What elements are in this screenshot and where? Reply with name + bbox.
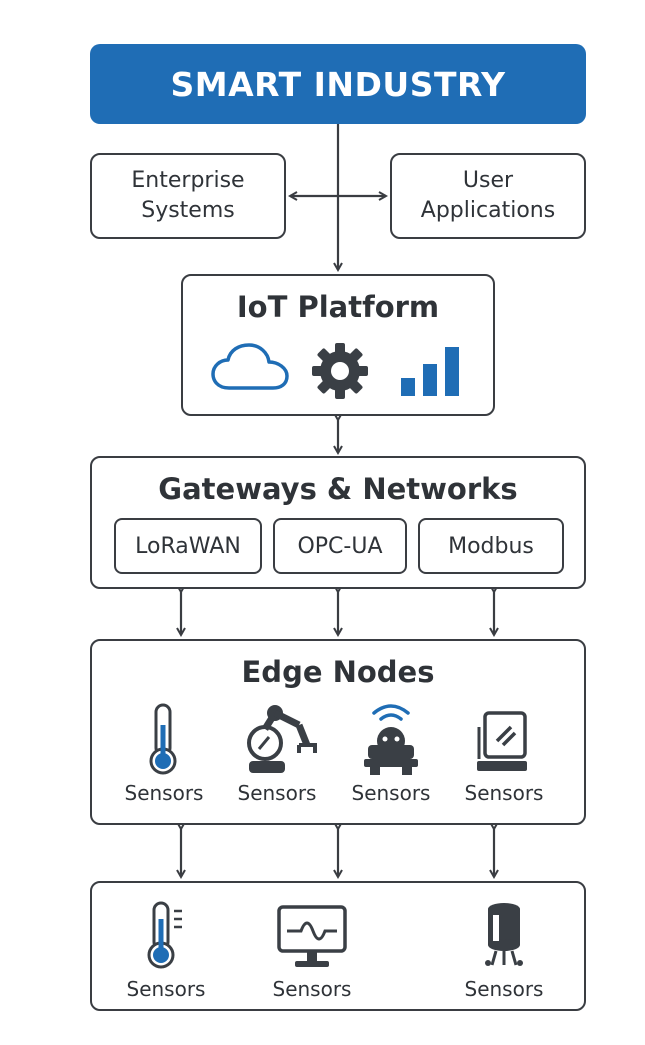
- iot-platform-title: IoT Platform: [236, 290, 440, 324]
- edge-node-label: Sensors: [124, 781, 204, 805]
- enterprise-line-2: Systems: [141, 198, 235, 223]
- user-apps-line-2: Applications: [420, 198, 556, 223]
- thermometer-icon: [149, 703, 177, 775]
- edge-node-thermometer: Sensors: [109, 701, 219, 805]
- smart-industry-banner: SMART INDUSTRY: [90, 44, 586, 124]
- gateways-networks-box: Gateways & Networks LoRaWAN OPC-UA Modbu…: [90, 456, 586, 589]
- edge-node-wireless-robot: Sensors: [336, 697, 446, 805]
- thermometer-gauge-icon: [147, 901, 182, 969]
- monitor-waveform-icon: [277, 905, 347, 967]
- device-panel-icon: [477, 711, 527, 771]
- field-node-label: Sensors: [272, 977, 352, 1001]
- protocol-lorawan: LoRaWAN: [114, 518, 262, 574]
- field-node-label: Sensors: [464, 977, 544, 1001]
- field-node-actuator: Sensors: [449, 897, 559, 1001]
- cylinder-actuator-icon: [485, 903, 523, 966]
- protocol-modbus: Modbus: [418, 518, 564, 574]
- edge-node-label: Sensors: [237, 781, 317, 805]
- iot-platform-box: IoT Platform: [181, 274, 495, 416]
- user-applications-box: User Applications: [390, 153, 586, 239]
- cloud-icon: [211, 343, 289, 390]
- wireless-robot-icon: [364, 704, 418, 775]
- gateways-title: Gateways & Networks: [158, 472, 518, 506]
- enterprise-systems-box: Enterprise Systems: [90, 153, 286, 239]
- signal-bars-icon: [401, 347, 459, 396]
- protocol-opc-ua: OPC-UA: [273, 518, 407, 574]
- enterprise-line-1: Enterprise: [131, 168, 245, 193]
- robot-arm-icon: [247, 705, 317, 773]
- edge-node-device-panel: Sensors: [449, 701, 559, 805]
- edge-node-robot-arm: Sensors: [222, 701, 332, 805]
- gear-icon: [312, 343, 368, 399]
- edge-node-label: Sensors: [351, 781, 431, 805]
- edge-nodes-box: Edge Nodes Sensors Sensors: [90, 639, 586, 825]
- field-node-thermometer: Sensors: [111, 897, 221, 1001]
- field-node-monitor: Sensors: [257, 903, 367, 1001]
- field-node-label: Sensors: [126, 977, 206, 1001]
- user-apps-line-1: User: [462, 168, 514, 193]
- edge-nodes-title: Edge Nodes: [241, 655, 435, 689]
- edge-node-label: Sensors: [464, 781, 544, 805]
- field-sensors-box: Sensors Sensors Sensors: [90, 881, 586, 1011]
- banner-title: SMART INDUSTRY: [170, 64, 506, 104]
